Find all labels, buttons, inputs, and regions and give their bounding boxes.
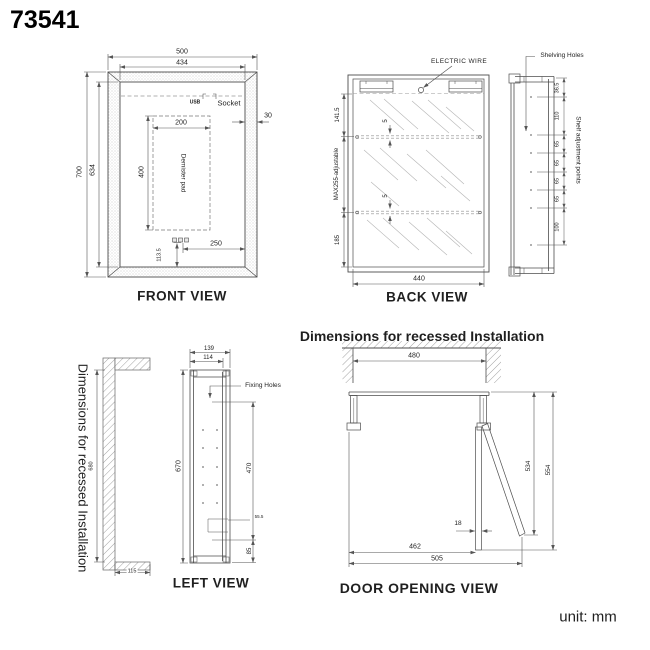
dim-shelf-6: 100	[553, 221, 560, 232]
back-view-title: BACK VIEW	[386, 289, 468, 305]
door-view-recess-title: Dimensions for recessed Installation	[299, 328, 545, 344]
dim-door-thickness: 18	[454, 519, 462, 527]
door-view-title: DOOR OPENING VIEW	[339, 580, 499, 596]
dim-door-recess-width: 480	[407, 352, 421, 360]
dim-frame-width: 30	[264, 112, 272, 120]
dim-left-bottom: 85	[246, 547, 253, 555]
dim-front-inner-height: 634	[89, 164, 97, 176]
dim-pad-width: 200	[174, 119, 188, 127]
dim-shelf-5: 65	[553, 195, 560, 203]
back-view-linework	[347, 65, 490, 273]
dim-back-bottom: 185	[335, 234, 341, 245]
dim-back-width: 440	[412, 275, 426, 283]
dim-pad-height: 400	[138, 166, 146, 178]
dim-buttons-y: 113.5	[156, 248, 163, 262]
dim-front-outer-width: 500	[175, 48, 189, 56]
mirror-glass-hatch	[363, 98, 475, 256]
dim-left-height: 670	[175, 460, 183, 472]
recess-profile-linework	[102, 357, 151, 571]
dim-recess-height: 680	[88, 460, 95, 472]
dim-front-inner-width: 434	[175, 59, 189, 66]
dim-shelf-3: 65	[553, 159, 560, 166]
dim-door-depth: 534	[524, 460, 532, 472]
electric-wire-label: ELECTRIC WIRE	[430, 57, 488, 65]
back-view-dimensions	[341, 93, 485, 287]
front-view-title: FRONT VIEW	[137, 288, 227, 304]
dim-hole-offset: 55.5	[254, 513, 264, 519]
dim-shelf-1: 110	[553, 111, 560, 121]
demister-pad-label: Demister pad	[178, 153, 186, 193]
left-view-title: LEFT VIEW	[172, 575, 250, 591]
dim-door-width-inner: 462	[408, 543, 422, 550]
usb-label: USB	[189, 99, 201, 106]
left-view-linework	[189, 369, 231, 564]
recess-profile-dimensions	[94, 369, 151, 576]
dim-left-outer-depth: 139	[202, 346, 216, 352]
door-view-dimensions	[348, 359, 557, 567]
shelving-holes-label: Shelving Holes	[540, 51, 584, 59]
dim-left-inner-depth: 114	[202, 355, 214, 361]
left-view-dimensions	[180, 349, 256, 564]
shelf-adjustment-label: Shelf adjustment points	[574, 116, 582, 184]
socket-label: Socket	[217, 98, 241, 108]
page-title: 73541	[10, 6, 80, 34]
dim-buttons-x: 250	[209, 240, 223, 248]
dim-front-outer-height: 700	[76, 166, 84, 178]
dim-back-adjustable: MAX255-adjustable	[334, 147, 340, 201]
dim-hole-span: 470	[245, 462, 253, 474]
side-profile-dimensions	[524, 56, 567, 246]
dim-shelf-top: 36.5	[554, 82, 561, 93]
dim-back-top: 141.5	[335, 107, 341, 123]
front-view-linework	[107, 71, 258, 278]
fixing-holes-label: Fixing Holes	[245, 381, 281, 389]
dim-recess-depth: 115	[126, 568, 138, 575]
dim-total-depth: 554	[544, 464, 552, 476]
door-view-linework	[342, 341, 526, 551]
side-profile-linework	[508, 73, 555, 277]
dim-shelf-thickness-lower: 5	[383, 194, 389, 198]
unit-note: unit: mm	[559, 608, 617, 626]
dim-shelf-thickness-upper: 5	[383, 119, 389, 123]
dim-shelf-2: 65	[553, 140, 560, 148]
front-view-dimensions	[84, 54, 269, 278]
dim-shelf-4: 65	[553, 177, 560, 185]
dim-door-width-outer: 505	[430, 555, 444, 562]
